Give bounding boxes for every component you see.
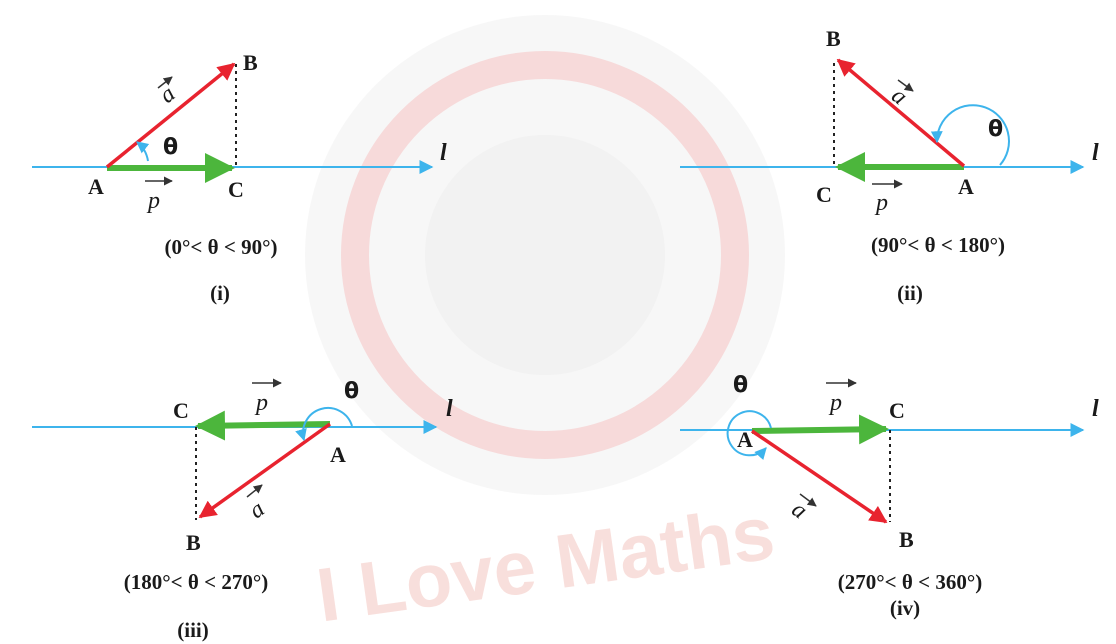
vector-p-label: p <box>145 176 173 214</box>
point-b-label: B <box>186 530 201 555</box>
point-a-label: A <box>88 174 104 199</box>
vector-a-arrow <box>836 58 966 168</box>
svg-text:p: p <box>146 188 160 214</box>
svg-text:a: a <box>245 496 270 524</box>
vector-a-label: a <box>155 76 180 109</box>
vector-p-arrow <box>195 410 331 441</box>
angle-arc <box>295 407 353 442</box>
point-b-label: B <box>826 26 841 51</box>
line-l-label: l <box>446 396 453 422</box>
vector-a-label: a <box>245 484 270 524</box>
point-c-label: C <box>816 182 832 207</box>
vector-a-arrow <box>198 422 332 519</box>
theta-range-label: (0°< θ < 90°) <box>165 235 278 259</box>
watermark: I Love Maths <box>305 15 785 639</box>
panel-iii: θ A B C a p l (180°< θ < 270°) (iii) <box>32 378 453 642</box>
theta-range-label: (270°< θ < 360°) <box>838 570 982 594</box>
point-b-label: B <box>899 527 914 552</box>
vector-a-label: a <box>787 493 817 524</box>
panel-caption: (i) <box>210 281 230 305</box>
panel-caption: (iii) <box>177 618 209 642</box>
point-c-label: C <box>173 398 189 423</box>
point-c-label: C <box>889 398 905 423</box>
line-l-label: l <box>440 140 447 166</box>
theta-range-label: (90°< θ < 180°) <box>871 233 1005 257</box>
line-l-label: l <box>1092 140 1099 166</box>
svg-text:p: p <box>874 190 888 216</box>
svg-text:p: p <box>828 390 842 416</box>
point-b-label: B <box>243 50 258 75</box>
panel-iv: θ A B C a p l (270°< θ < 360°) (iv) <box>680 373 1099 620</box>
svg-text:I Love Maths: I Love Maths <box>312 490 780 638</box>
vector-a-label: a <box>886 79 914 110</box>
vector-a-arrow <box>105 62 236 169</box>
svg-text:p: p <box>254 390 268 416</box>
vector-p-label: p <box>872 179 903 216</box>
angle-arc <box>136 141 150 162</box>
angle-arc <box>930 104 1010 166</box>
svg-text:a: a <box>155 81 180 109</box>
angle-arc <box>726 410 772 461</box>
theta-label: θ <box>163 135 178 160</box>
point-c-label: C <box>228 177 244 202</box>
point-a-label: A <box>737 427 753 452</box>
theta-label: θ <box>733 373 748 398</box>
theta-label: θ <box>988 117 1003 142</box>
point-a-label: A <box>958 174 974 199</box>
vector-p-label: p <box>826 378 857 416</box>
vector-p-arrow <box>751 414 889 445</box>
panel-caption: (ii) <box>897 281 923 305</box>
line-l-label: l <box>1092 396 1099 422</box>
panel-caption: (iv) <box>890 596 920 620</box>
vector-a-arrow <box>751 429 888 524</box>
point-a-label: A <box>330 442 346 467</box>
panel-ii: θ A B C a p l (90°< θ < 180°) (ii) <box>680 26 1099 305</box>
theta-label: θ <box>344 379 359 404</box>
theta-range-label: (180°< θ < 270°) <box>124 570 268 594</box>
vector-p-label: p <box>252 378 282 416</box>
panel-i: θ A B C a p l (0°< θ < 90°) (i) <box>32 50 447 305</box>
